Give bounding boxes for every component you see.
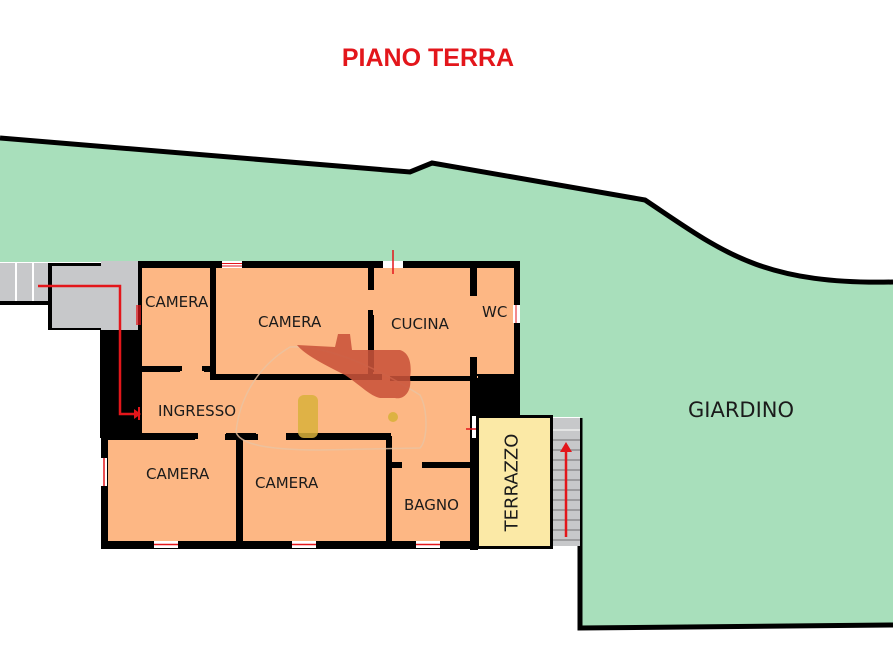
room-camera-sw [108, 440, 236, 541]
label-ingresso: INGRESSO [158, 402, 237, 420]
label-camera-sw: CAMERA [146, 465, 210, 483]
garden-area [0, 138, 893, 627]
label-bagno: BAGNO [404, 496, 459, 514]
label-camera-n: CAMERA [258, 313, 322, 331]
marker-bar [298, 395, 318, 438]
label-giardino: GIARDINO [688, 398, 795, 422]
room-bagno [392, 468, 470, 541]
label-wc: WC [482, 303, 508, 321]
room-wc [477, 268, 514, 374]
marker-dot [388, 412, 398, 422]
label-camera-s: CAMERA [255, 474, 319, 492]
page-title: PIANO TERRA [341, 44, 515, 72]
location-blob [297, 334, 411, 399]
label-camera-nw: CAMERA [145, 293, 209, 311]
label-cucina: CUCINA [391, 315, 449, 333]
entrance-path-arrow [38, 284, 141, 420]
room-camera-nw [142, 268, 210, 366]
garden-boundary [0, 135, 893, 285]
room-camera-s [243, 440, 387, 541]
label-terrazzo: TERRAZZO [501, 433, 523, 532]
garden-stairs-arrow [560, 442, 572, 537]
